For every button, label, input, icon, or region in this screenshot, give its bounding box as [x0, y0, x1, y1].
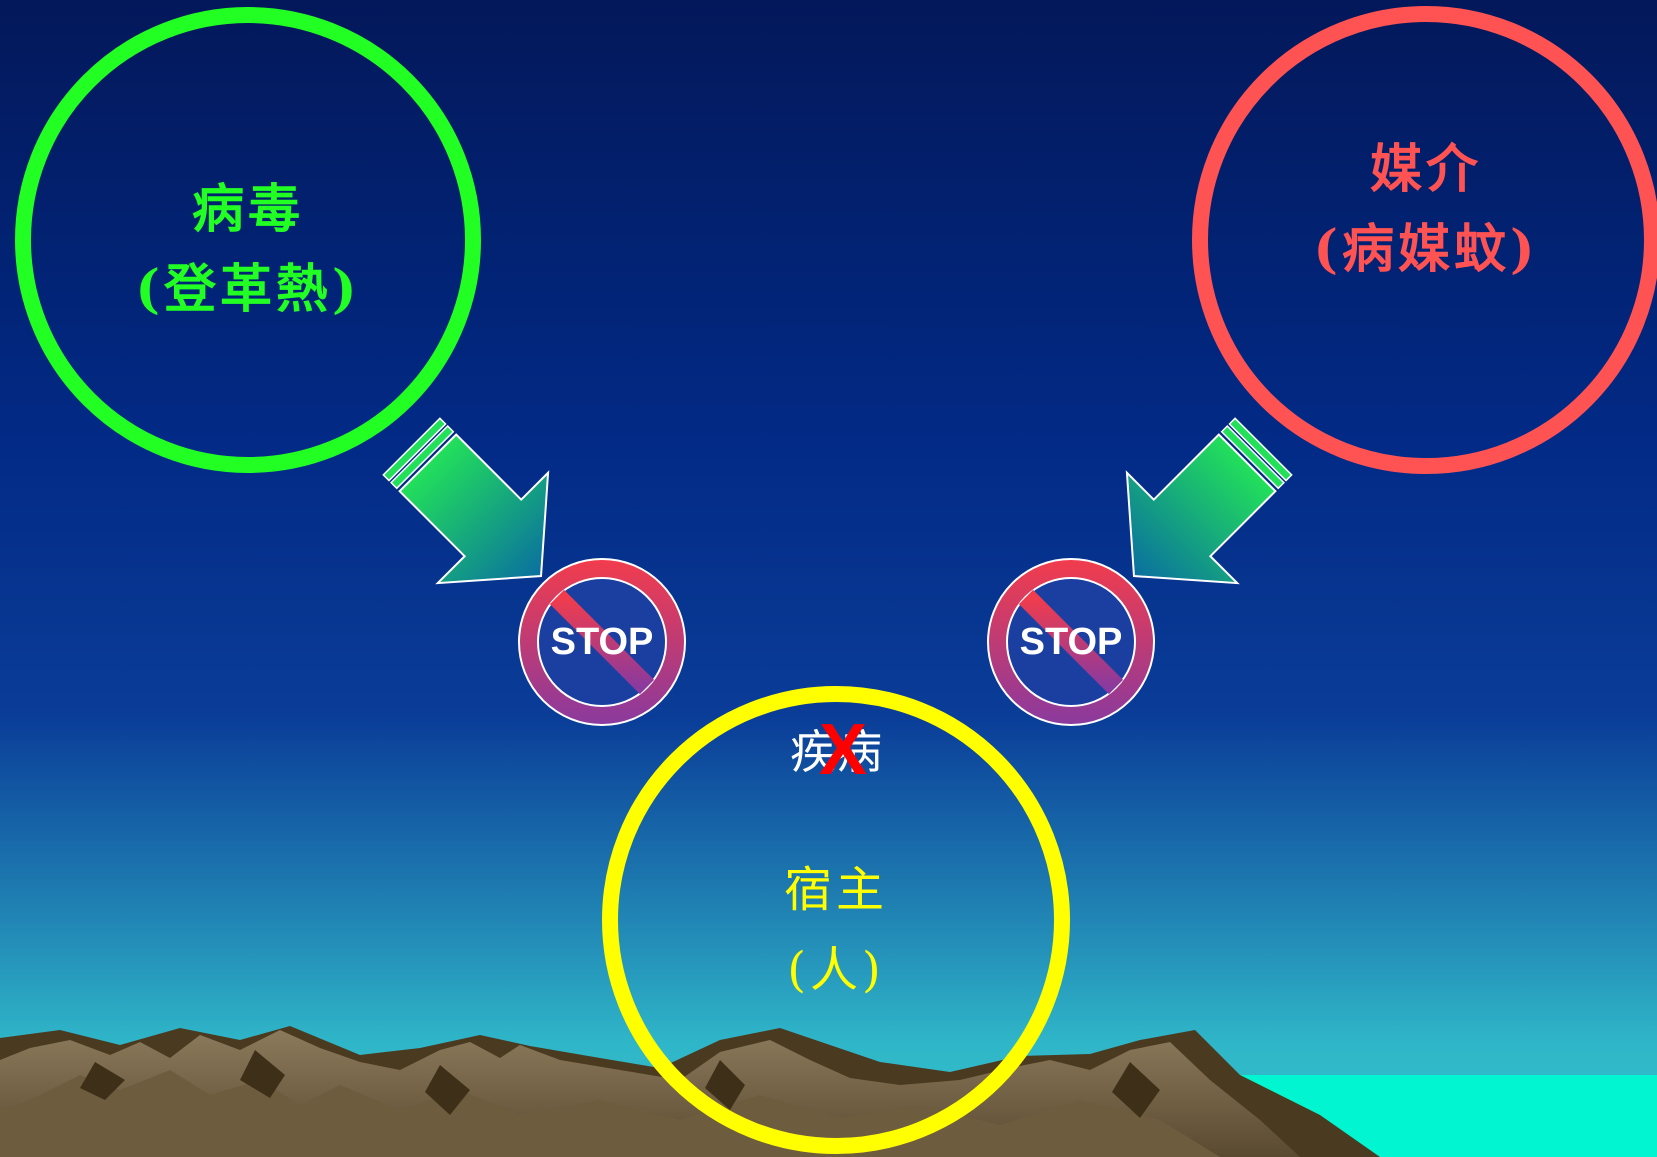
- stop-sign-left-text: STOP: [550, 621, 654, 663]
- vector-circle: [1192, 6, 1657, 474]
- vector-subtitle: (病媒蚊): [1313, 219, 1539, 280]
- vector-label: 媒介 (病媒蚊): [1266, 130, 1586, 290]
- host-label: 宿主 (人): [696, 850, 976, 1010]
- host-title: 宿主: [783, 862, 888, 918]
- virus-arrow: [382, 417, 550, 585]
- stop-sign-right-text: STOP: [1019, 621, 1123, 663]
- host-subtitle: (人): [787, 942, 885, 998]
- host-circle: [602, 686, 1070, 1154]
- disease-label: 疾病: [790, 725, 882, 779]
- stop-sign-right: [987, 558, 1155, 726]
- virus-title: 病毒: [191, 179, 304, 240]
- vector-arrow: [1125, 417, 1293, 585]
- virus-subtitle: (登革熱): [135, 259, 361, 320]
- vector-title: 媒介: [1369, 139, 1482, 200]
- virus-circle: [15, 7, 481, 473]
- disease-cross-mark: X: [818, 710, 868, 790]
- stop-sign-left: [518, 558, 686, 726]
- virus-label: 病毒 (登革熱): [98, 170, 398, 330]
